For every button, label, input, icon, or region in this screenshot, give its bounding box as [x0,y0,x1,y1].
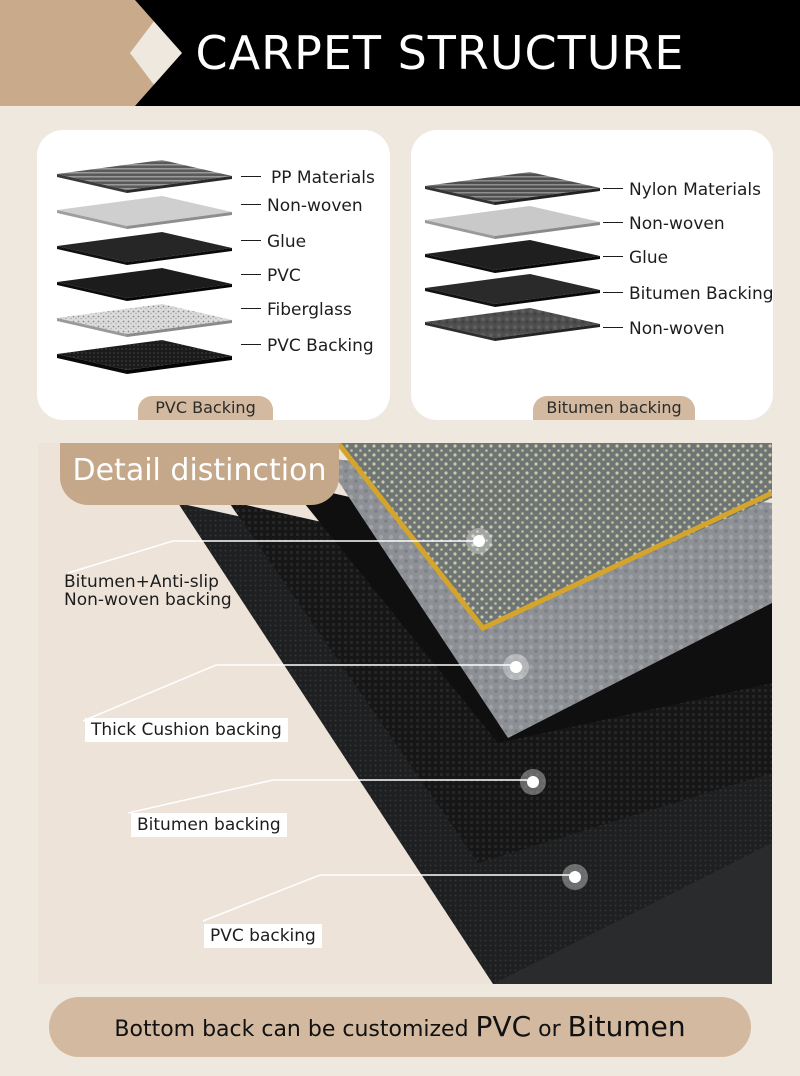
anti-slip-layer [338,443,772,628]
callout-label-anti-slip: Bitumen+Anti-slip Non-woven backing [64,572,232,610]
bitumen-layer-label: Nylon Materials [603,180,761,200]
header-banner: CARPET STRUCTURE [0,0,800,106]
callout-label-pvc: PVC backing [204,924,322,948]
pvc-layer-label: Non-woven [241,196,363,216]
header-shape [0,0,800,106]
fiberglass-sheet [57,304,232,337]
detail-section: Detail distinction Bitumen+Anti-slip Non… [38,443,772,984]
customization-banner: Bottom back can be customized PVC or Bit… [49,997,751,1057]
nylon-materials-sheet [425,172,600,205]
callout-label-cushion: Thick Cushion backing [85,718,288,742]
pvc-layer-label: PVC [241,266,301,286]
pvc-layer-label: PVC Backing [241,336,374,356]
pvc-layer-stack [57,160,232,374]
non-woven-sheet [425,206,600,239]
callout-lines [67,540,578,922]
pp-materials-sheet [57,160,232,193]
bitumen-layer-stack [425,172,600,341]
glue-sheet [57,232,232,265]
bitumen-layer-label: Glue [603,248,668,268]
bitumen-layer-label: Bitumen Backing [603,284,774,304]
non-woven-sheet [57,196,232,229]
bitumen-layer-label: Non-woven [603,319,725,339]
pvc-layer-label: Glue [241,232,306,252]
bitumen-backing-tab: Bitumen backing [533,396,695,420]
pvc-structure-card: PP Materials Non-woven Glue PVC Fibergla… [37,130,390,420]
bitumen-backing-sheet [425,274,600,307]
pvc-sheet [57,268,232,301]
pvc-layer-label: Fiberglass [241,300,352,320]
bitumen-layer-label: Non-woven [603,214,725,234]
footer-text: Bottom back can be customized [114,1017,476,1042]
glue-sheet [425,240,600,273]
carpet-cross-section-photo [67,443,772,984]
pvc-backing-sheet [57,340,232,374]
pvc-layer-label: PP Materials [241,168,375,188]
callout-markers [466,528,588,890]
footer-option-pvc: PVC [475,1010,532,1043]
pvc-backing-tab: PVC Backing [138,396,273,420]
bitumen-structure-card: Nylon Materials Non-woven Glue Bitumen B… [411,130,774,420]
detail-distinction-tab: Detail distinction [60,443,339,505]
footer-connector: or [531,1017,568,1042]
non-woven-bottom-sheet [425,308,600,341]
footer-option-bitumen: Bitumen [567,1010,686,1043]
page-title: CARPET STRUCTURE [195,26,685,80]
callout-label-bitumen: Bitumen backing [131,813,287,837]
